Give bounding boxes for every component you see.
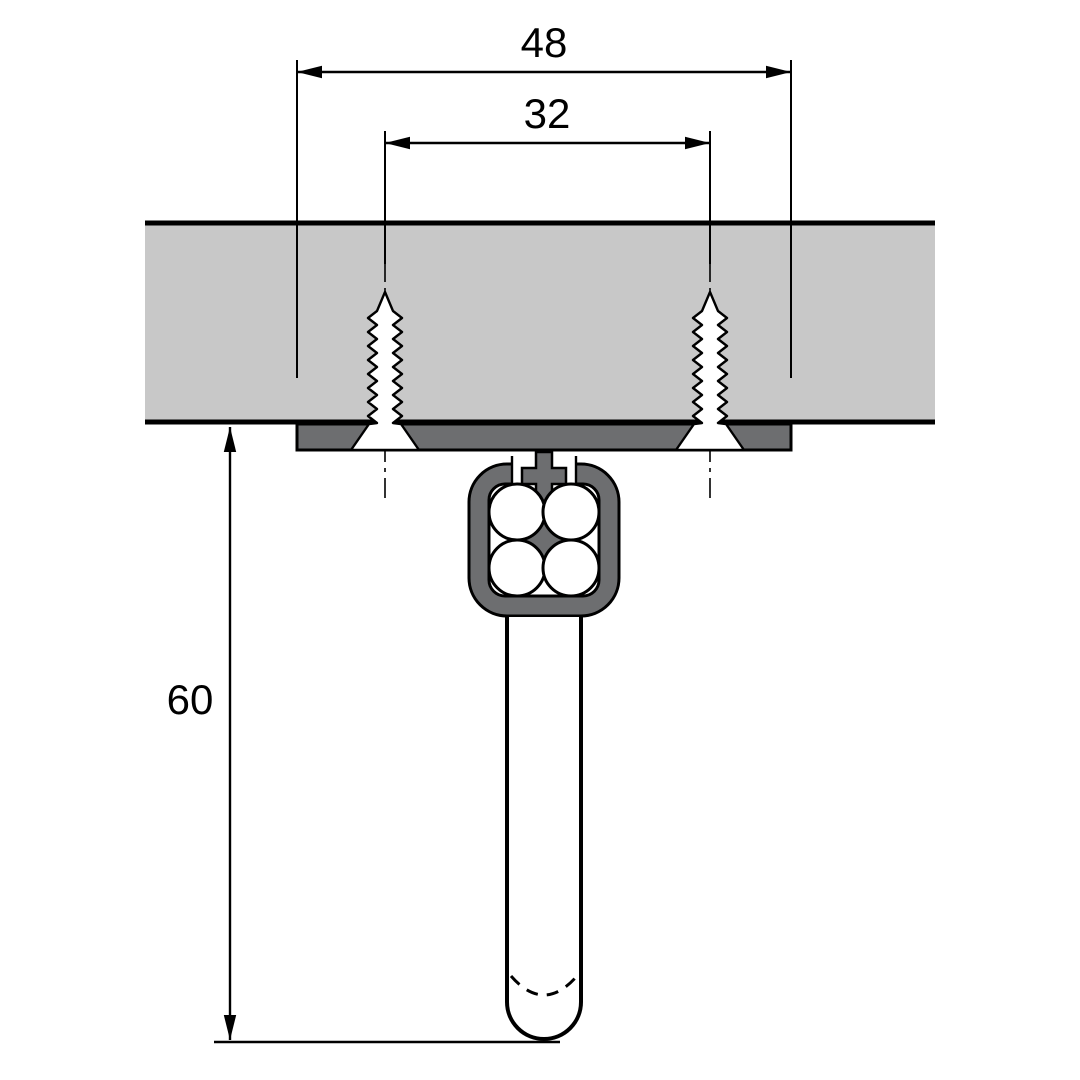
roller <box>541 482 601 542</box>
roller <box>487 538 547 598</box>
dim-arrow-left <box>385 136 410 150</box>
mounting-panel <box>145 220 935 425</box>
dim-arrow-right <box>766 65 791 79</box>
dimension-overall-width: 48 <box>296 19 792 378</box>
rollers <box>487 482 601 598</box>
roller <box>487 482 547 542</box>
dim-label-overall-width: 48 <box>521 19 568 66</box>
dim-label-drop-height: 60 <box>167 676 214 723</box>
roller <box>541 538 601 598</box>
track-profile <box>467 450 621 618</box>
dim-arrow-left <box>297 65 322 79</box>
dim-arrow-right <box>685 136 710 150</box>
hanger-rod <box>505 617 583 1041</box>
rod-hidden-edge <box>509 975 579 997</box>
rod-body <box>505 617 583 1041</box>
dimension-hole-spacing: 32 <box>384 90 711 264</box>
panel-section-fill <box>145 223 935 422</box>
dim-label-hole-spacing: 32 <box>524 90 571 137</box>
dimension-drop-height: 60 <box>167 427 560 1044</box>
dim-arrow-top <box>223 427 237 452</box>
dim-arrow-bottom <box>223 1015 237 1040</box>
